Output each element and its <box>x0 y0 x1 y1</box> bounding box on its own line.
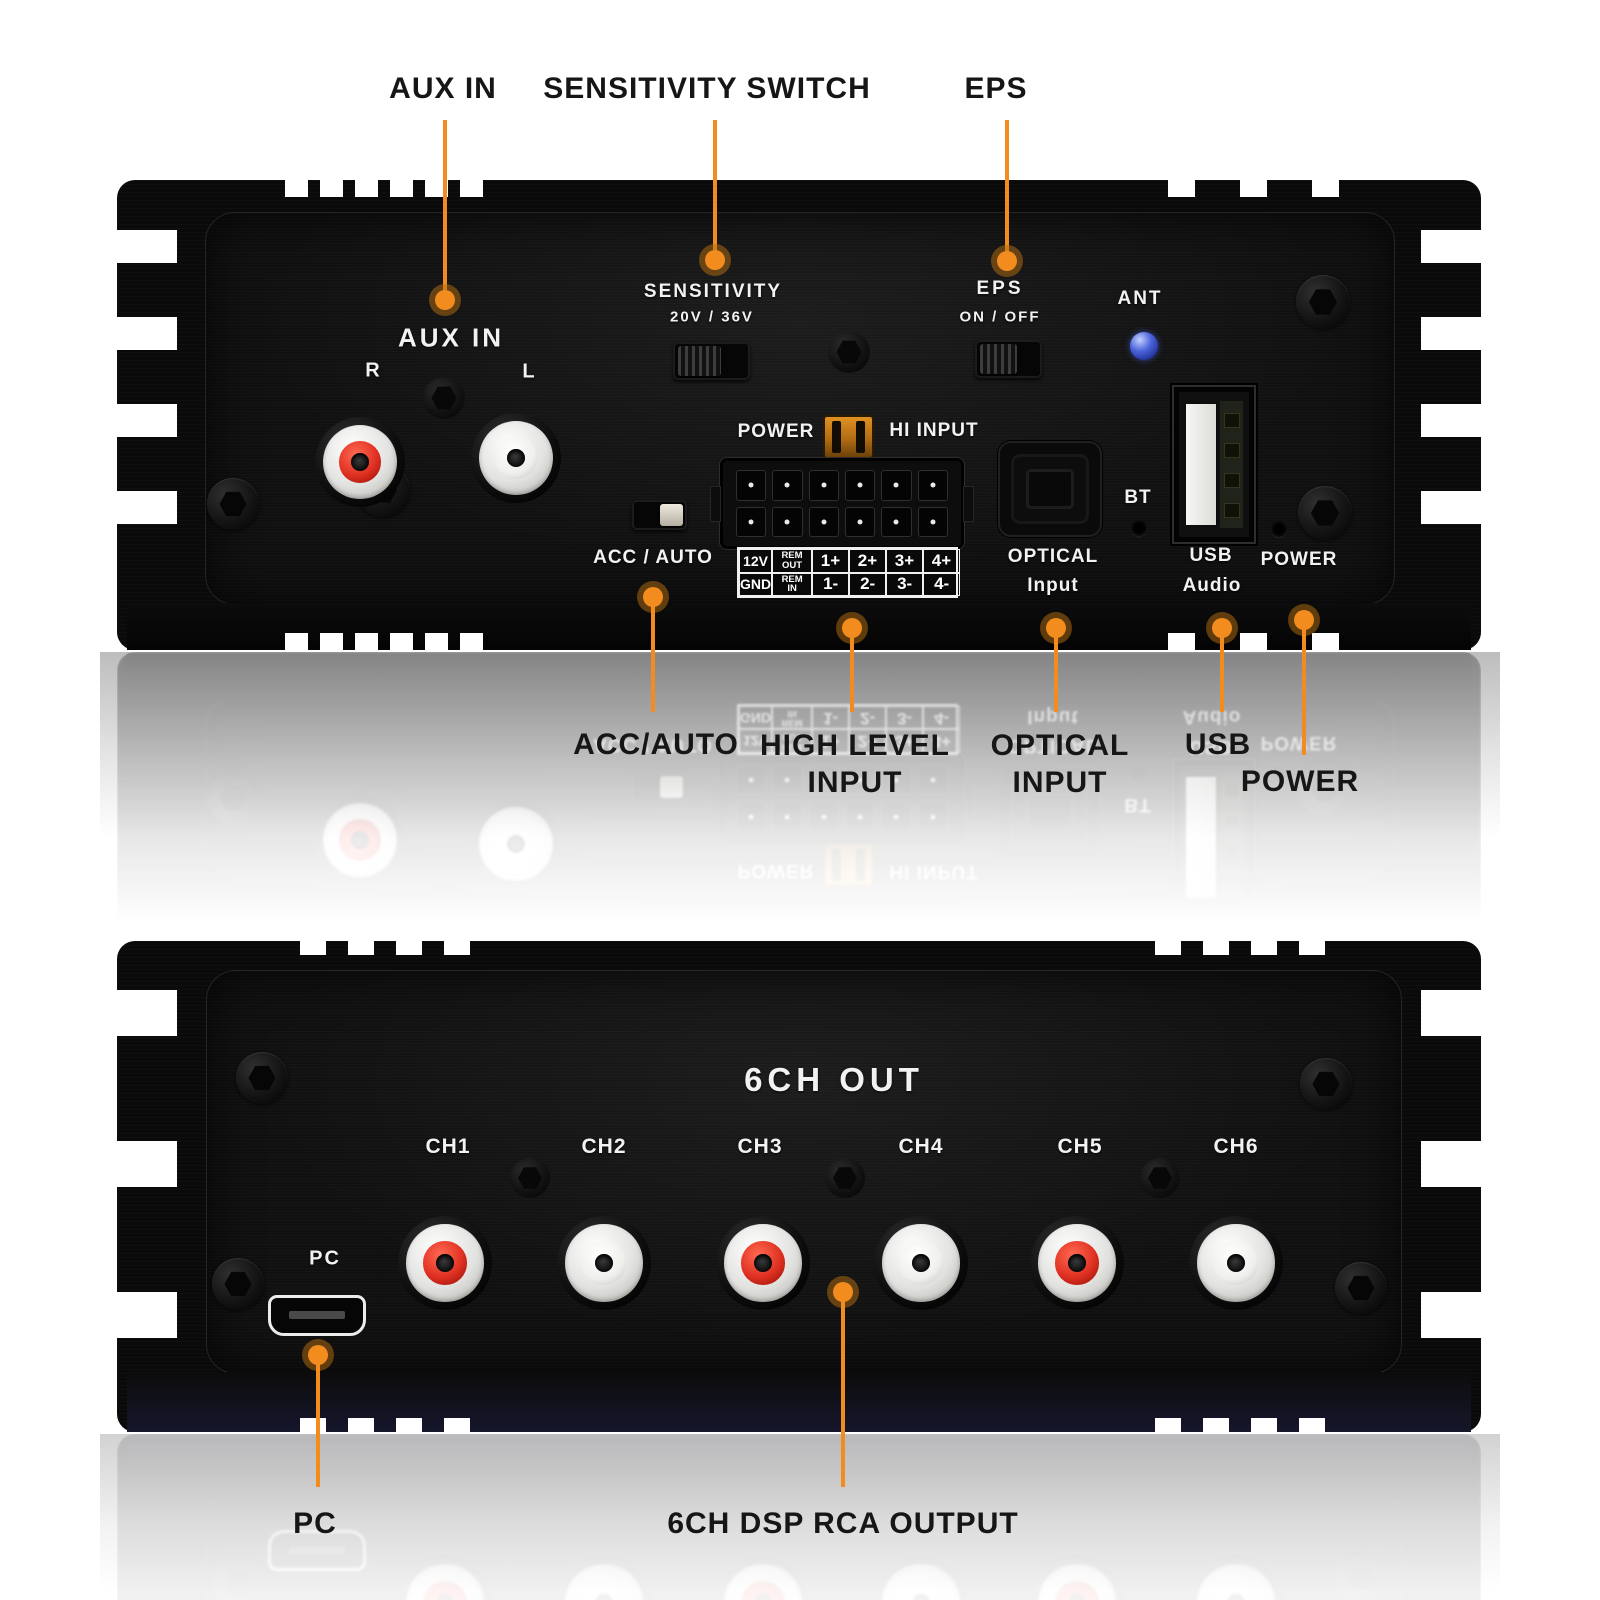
callout-line-pc <box>316 1355 320 1487</box>
callout-label-eps: EPS <box>964 72 1028 105</box>
screw-top-left <box>236 1052 288 1104</box>
rca-jack-ch5 <box>1030 1216 1124 1310</box>
callout-dot-sensitivity <box>705 250 725 270</box>
screw-top-right <box>1296 275 1350 329</box>
ch4-label: CH4 <box>898 1135 944 1158</box>
rca-jack-ch3 <box>716 1216 810 1310</box>
hex-standoff-aux <box>423 377 465 419</box>
channel-group-ch1: CH1 <box>390 1126 500 1376</box>
screw-bottom-right <box>1335 1262 1387 1314</box>
callout-label-pc: PC <box>293 1507 337 1540</box>
rca-jack-ch1 <box>398 1216 492 1310</box>
callout-line-eps <box>1005 120 1009 261</box>
pc-micro-usb-port <box>268 1295 366 1336</box>
dsp-amplifier-top-panel: AUX IN R L SENSITIVITY 20V / 36V EPS ON … <box>117 180 1481 650</box>
acc-auto-panel-label: ACC / AUTO <box>593 547 713 568</box>
optical-panel-label: OPTICAL <box>1007 546 1099 567</box>
eps-switch <box>975 340 1042 378</box>
channel-group-ch6: CH6 <box>1181 1126 1291 1376</box>
screw-bottom-left <box>207 478 259 530</box>
hex-standoff-center <box>828 331 870 373</box>
screw-bottom-left <box>212 1258 264 1310</box>
hex-standoff-2 <box>825 1158 865 1198</box>
ant-led <box>1130 332 1158 360</box>
pc-panel-label: PC <box>309 1247 341 1270</box>
callout-line-optical <box>1054 628 1058 712</box>
usb-audio-panel-label: Audio <box>1182 575 1242 596</box>
ch5-label: CH5 <box>1057 1135 1103 1158</box>
power-hi-input-connector <box>711 458 973 549</box>
channel-group-ch4: CH4 <box>866 1126 976 1376</box>
aux-l-label: L <box>522 360 536 383</box>
hex-standoff-3 <box>1140 1158 1180 1198</box>
sensitivity-switch <box>673 342 750 380</box>
bt-label: BT <box>1124 487 1152 508</box>
ch3-label: CH3 <box>737 1135 783 1158</box>
callout-line-rca-output <box>841 1292 845 1487</box>
callout-label-power: POWER <box>1240 765 1360 798</box>
callout-line-high-level <box>850 628 854 712</box>
connector-key <box>823 415 874 459</box>
eps-label: EPS <box>976 278 1024 299</box>
screw-top-right <box>1300 1058 1352 1110</box>
callout-line-aux-in <box>443 120 447 300</box>
usb-port <box>1172 385 1256 544</box>
callout-line-power <box>1302 620 1306 755</box>
rca-jack-ch6 <box>1189 1216 1283 1310</box>
callout-label-acc-auto: ACC/AUTO <box>573 728 739 761</box>
sensitivity-range-label: 20V / 36V <box>670 308 754 326</box>
sensitivity-label: SENSITIVITY <box>643 281 783 302</box>
callout-label-aux-in: AUX IN <box>389 72 497 105</box>
ch1-label: CH1 <box>425 1135 471 1158</box>
rca-jack-ch4 <box>874 1216 968 1310</box>
aux-in-panel-label: AUX IN <box>397 322 505 353</box>
bt-led-hole <box>1131 520 1147 536</box>
aux-r-label: R <box>365 359 381 382</box>
channel-group-ch2: CH2 <box>549 1126 659 1376</box>
callout-label-rca-output: 6CH DSP RCA OUTPUT <box>667 1507 1019 1540</box>
six-ch-out-title: 6CH OUT <box>744 1061 924 1098</box>
rca-jack-ch2 <box>557 1216 651 1310</box>
screw-bottom-right <box>1298 486 1352 540</box>
power-connector-label: POWER <box>737 421 815 442</box>
ant-label: ANT <box>1117 288 1163 309</box>
ch2-label: CH2 <box>581 1135 627 1158</box>
ch6-label: CH6 <box>1213 1135 1259 1158</box>
channel-group-ch5: CH5 <box>1022 1126 1132 1376</box>
power-panel-label: POWER <box>1260 549 1338 570</box>
callout-line-acc-auto <box>651 597 655 712</box>
callout-label-usb: USB <box>1184 728 1252 761</box>
usb-panel-label: USB <box>1189 545 1233 566</box>
callout-line-usb <box>1220 628 1224 712</box>
hex-standoff-1 <box>510 1158 550 1198</box>
optical-port <box>998 441 1102 537</box>
acc-auto-switch <box>632 500 687 530</box>
optical-input-panel-label: Input <box>1027 575 1079 596</box>
aux-rca-jack-l <box>471 413 561 503</box>
callout-dot-aux-in <box>435 290 455 310</box>
power-led-hole <box>1271 521 1287 537</box>
callout-label-sensitivity-switch: SENSITIVITY SWITCH <box>543 72 871 105</box>
eps-states-label: ON / OFF <box>959 308 1041 326</box>
channel-group-ch3: CH3 <box>708 1126 818 1376</box>
aux-rca-jack-r <box>315 417 405 507</box>
hi-input-label: HI INPUT <box>889 420 979 441</box>
callout-line-sensitivity <box>713 120 717 260</box>
callout-dot-eps <box>997 251 1017 271</box>
